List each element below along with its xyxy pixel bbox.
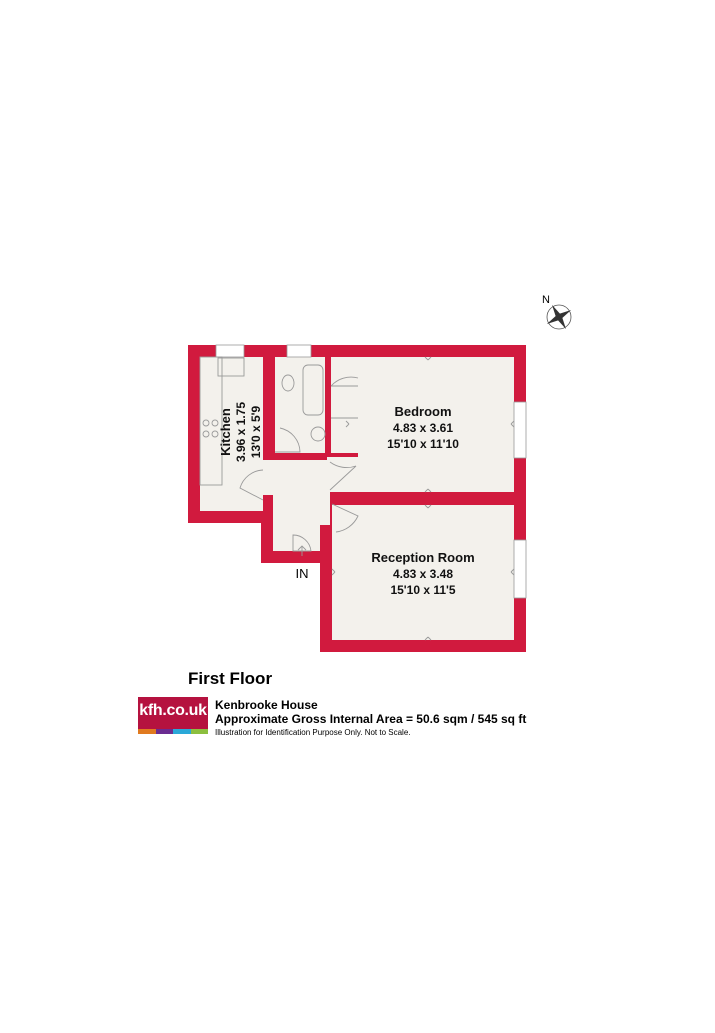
compass: N <box>542 294 572 330</box>
brand-text: kfh.co.uk <box>139 702 207 719</box>
bath-bottom-wall <box>275 453 327 460</box>
bedroom-floor <box>346 357 514 492</box>
kitchen-name: Kitchen <box>218 408 233 456</box>
bath-door-swing <box>275 427 301 453</box>
hob-ring <box>202 430 210 438</box>
entrance-arrow <box>297 545 307 556</box>
wardrobe-wall <box>331 453 358 457</box>
brand-stripe <box>138 729 156 734</box>
fixtures <box>199 356 359 556</box>
kitchen-metric: 3.96 x 1.75 <box>234 402 248 462</box>
compass-north-label: N <box>542 294 550 306</box>
brand-stripe <box>190 729 208 734</box>
reception-door-swing <box>331 503 359 533</box>
kitchen-imperial: 13'0 x 5'9 <box>249 405 263 458</box>
entrance-door-swing <box>292 534 312 552</box>
reception-name: Reception Room <box>371 550 474 565</box>
hob-ring <box>202 419 210 427</box>
bedroom-door-swing <box>329 461 357 491</box>
kitchen-label: Kitchen 3.96 x 1.75 13'0 x 5'9 <box>218 402 263 462</box>
bath-window <box>286 344 312 358</box>
bath-wardrobe-wall <box>325 357 331 457</box>
dimension-ticks <box>331 356 515 641</box>
kitchen-sink <box>217 357 245 377</box>
reception-imperial: 15'10 x 11'5 <box>390 583 455 597</box>
bed-reception-wall <box>330 492 514 505</box>
brand-stripe <box>155 729 173 734</box>
brand-stripe <box>173 729 191 734</box>
bedroom-label: Bedroom 4.83 x 3.61 15'10 x 11'10 <box>387 404 459 451</box>
reception-floor <box>332 505 514 640</box>
hall-reception-stub <box>320 525 332 553</box>
basin <box>310 426 326 442</box>
property-name: Kenbrooke House <box>215 698 318 712</box>
hob-ring <box>211 430 219 438</box>
bathtub <box>302 364 324 416</box>
bedroom-name: Bedroom <box>394 404 451 419</box>
toilet <box>281 374 295 392</box>
reception-label: Reception Room 4.83 x 3.48 15'10 x 11'5 <box>371 550 474 597</box>
kitchen-worktop <box>199 356 223 486</box>
hall-floor <box>263 460 330 512</box>
hob-ring <box>211 419 219 427</box>
kitchen-hall-stub <box>263 495 273 523</box>
gross-area: Approximate Gross Internal Area = 50.6 s… <box>215 712 527 726</box>
kitchen-door-swing <box>239 469 264 501</box>
reception-window <box>513 539 527 599</box>
windows <box>215 344 527 599</box>
kitchen-window <box>215 344 245 358</box>
bedroom-imperial: 15'10 x 11'10 <box>387 437 459 451</box>
brand-stripes <box>138 729 208 734</box>
bedroom-metric: 4.83 x 3.61 <box>393 421 453 435</box>
property-info: Kenbrooke House Approximate Gross Intern… <box>215 698 526 739</box>
entrance-label: IN <box>296 566 309 581</box>
interior-walls <box>263 357 514 553</box>
floors <box>200 357 514 640</box>
disclaimer: Illustration for Identification Purpose … <box>215 728 411 737</box>
bedroom-window <box>513 401 527 459</box>
bathroom-floor <box>275 357 327 453</box>
kitchen-bath-wall <box>263 357 275 425</box>
reception-metric: 4.83 x 3.48 <box>393 567 453 581</box>
floor-title: First Floor <box>188 669 273 688</box>
brand-logo: kfh.co.uk <box>138 697 208 734</box>
wardrobe-doors <box>330 376 359 419</box>
